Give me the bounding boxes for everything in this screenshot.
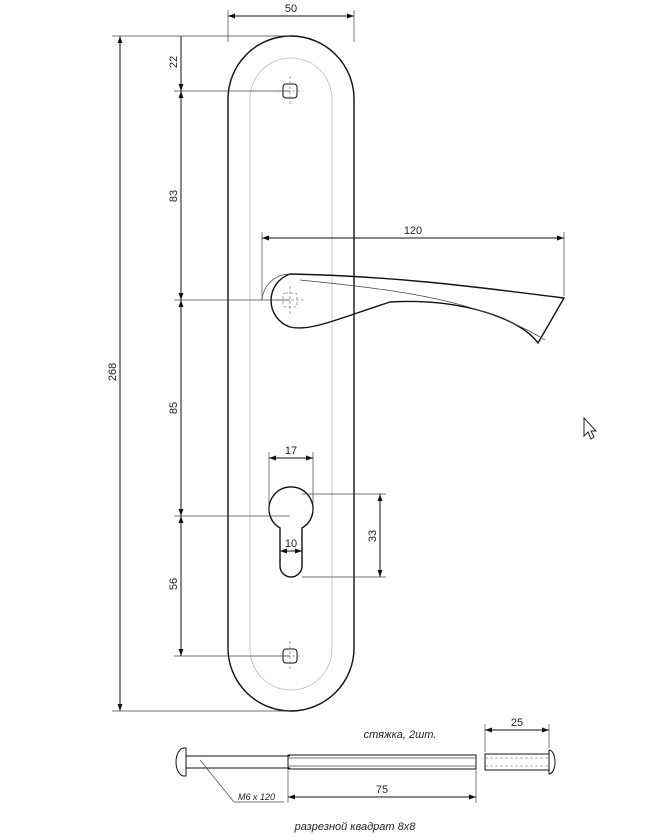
dim-hole-to-handle-label: 83 xyxy=(168,190,180,202)
tie-sleeve xyxy=(287,754,477,770)
dim-chain-left: 22 83 85 56 xyxy=(168,36,290,657)
cylinder-cutout xyxy=(268,486,314,578)
arrow-cursor-icon xyxy=(583,416,598,440)
dim-cylinder-height: 33 xyxy=(302,493,386,578)
split-spindle xyxy=(484,749,556,775)
bolt-label: M6 x 120 xyxy=(238,792,275,802)
dim-lever-length: 120 xyxy=(261,225,565,300)
plate xyxy=(227,35,355,712)
dim-total-height: 268 xyxy=(107,35,290,712)
dim-tie-length-label: 75 xyxy=(376,784,388,796)
tie-note: стяжка, 2шт. xyxy=(364,729,437,741)
dim-total-height-label: 268 xyxy=(107,363,119,381)
spindle-note: разрезной квадрат 8х8 xyxy=(294,821,417,833)
dim-lever-length-label: 120 xyxy=(404,225,422,237)
dim-handle-to-cylinder-label: 85 xyxy=(168,402,180,414)
lever-handle xyxy=(261,273,566,345)
dim-cylinder-width: 17 xyxy=(268,445,314,512)
spindle-head xyxy=(548,749,556,775)
dim-cylinder-to-hole-label: 56 xyxy=(168,578,180,590)
tie-bolt xyxy=(175,747,477,777)
dim-tie-length: 75 xyxy=(287,770,477,803)
plate-outline xyxy=(227,35,355,712)
lever-outline xyxy=(270,273,566,345)
dim-cylinder-height-label: 33 xyxy=(367,530,379,542)
dim-plate-width-label: 50 xyxy=(285,3,297,15)
dim-cylinder-width-label: 17 xyxy=(285,445,297,457)
bolt-head xyxy=(175,747,187,777)
lever-ridge xyxy=(299,279,546,341)
dim-top-to-hole-label: 22 xyxy=(168,56,180,68)
cylinder-outline xyxy=(268,486,314,578)
plate-inner-edge xyxy=(249,57,333,691)
dim-plate-width: 50 xyxy=(227,3,355,42)
dim-spindle-length-label: 25 xyxy=(511,717,523,729)
bolt-leader: M6 x 120 xyxy=(199,759,284,803)
dim-spindle-length: 25 xyxy=(484,717,550,752)
spindle-body xyxy=(484,753,550,771)
dim-cylinder-slot: 10 xyxy=(280,538,302,554)
dim-cylinder-slot-label: 10 xyxy=(285,538,297,550)
